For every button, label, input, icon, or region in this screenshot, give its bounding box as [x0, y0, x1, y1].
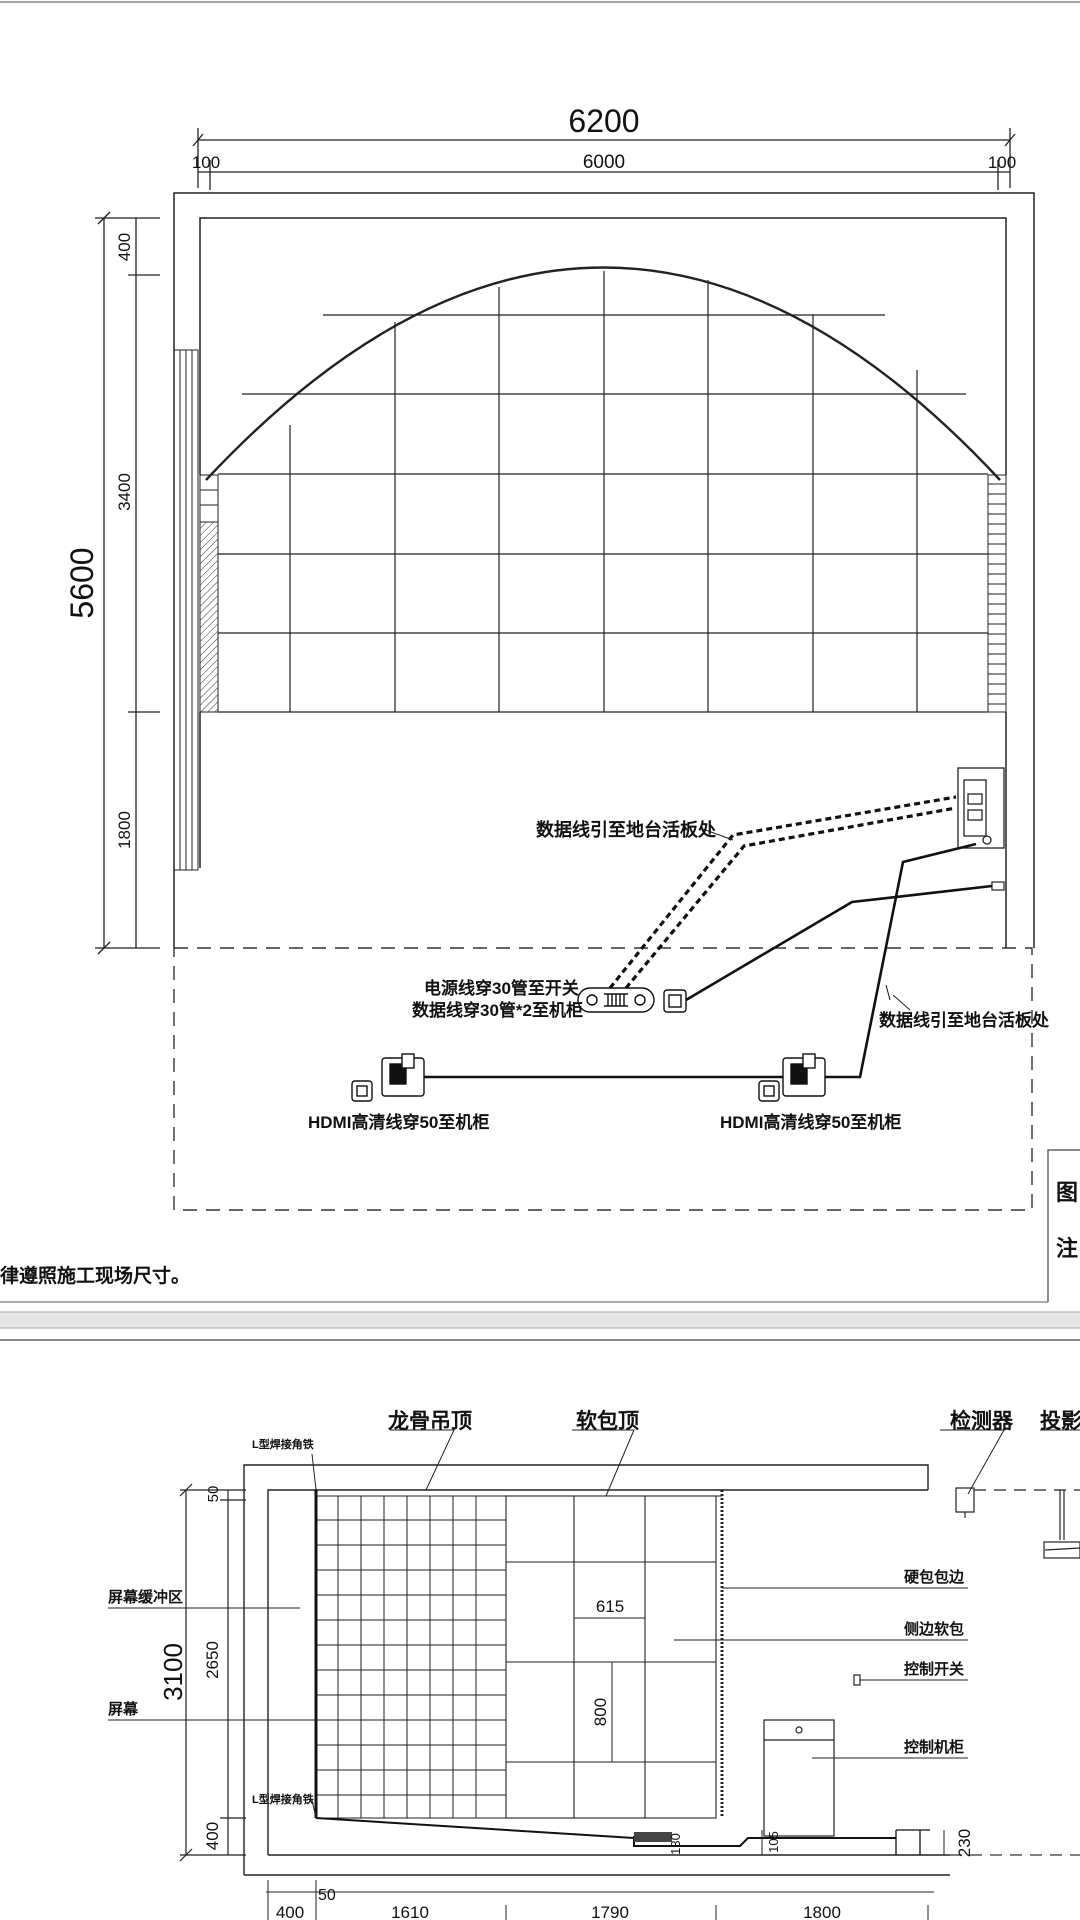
- control-cabinet: [763, 1719, 835, 1837]
- elevation-bottom-dim: 400: [203, 1822, 222, 1850]
- elevation-mid-dim: 2650: [203, 1641, 222, 1679]
- floor-outlet-box: [577, 987, 687, 1013]
- floor-step-hatch: [634, 1832, 672, 1842]
- elevation-total-height-label: 3100: [158, 1643, 188, 1701]
- sloped-floor: [315, 1817, 930, 1855]
- label-control-cabinet: 控制机柜: [904, 1738, 964, 1756]
- elevation-view: 3100 50 2650 400 615 800 130 105 230: [108, 1409, 1080, 1920]
- label-hard-edge: 硬包包边: [904, 1568, 965, 1586]
- label-keel-ceiling: 龙骨吊顶: [388, 1409, 472, 1433]
- projector-device: [1043, 1490, 1080, 1559]
- bottom-dim-1790: 1790: [591, 1903, 629, 1920]
- label-angle-iron-top: L型焊接角铁: [252, 1437, 314, 1451]
- callout-hdmi-left: HDMI高清线穿50至机柜: [308, 1112, 489, 1132]
- floor-box-left: [351, 1053, 425, 1102]
- panel-width-dim: 615: [596, 1597, 624, 1616]
- floor-box-right: [758, 1053, 826, 1102]
- label-soft-ceiling: 软包顶: [576, 1409, 639, 1433]
- bottom-dim-1800: 1800: [803, 1903, 841, 1920]
- step-dim-130: 130: [668, 1833, 683, 1855]
- callout-data-line-right: 数据线引至地台活板处: [879, 1010, 1050, 1030]
- elevation-frame: [243, 1464, 950, 1876]
- plan-total-width-label: 6200: [568, 103, 639, 139]
- plan-total-height-label: 5600: [64, 547, 100, 618]
- bottom-dim-1610: 1610: [391, 1903, 429, 1920]
- plan-inner-width-label: 6000: [583, 152, 625, 173]
- callout-data-line-mid: 数据线穿30管*2至机柜: [412, 1000, 583, 1020]
- plan-side-right-label: 100: [988, 153, 1016, 172]
- cable-routing: [420, 842, 993, 1079]
- callout-data-line-top: 数据线引至地台活板处: [536, 819, 717, 840]
- plan-side-left-label: 100: [192, 153, 220, 172]
- screen-grid: [315, 1495, 507, 1819]
- elevation-bottom-dimensions: [266, 1880, 934, 1920]
- label-screen: 屏幕: [108, 1700, 139, 1718]
- callout-power-line: 电源线穿30管至开关: [424, 978, 579, 998]
- data-conduit-dashed: [608, 795, 957, 990]
- label-angle-iron-bottom: L型焊接角铁: [252, 1792, 314, 1806]
- plan-height-dimension: [95, 211, 160, 955]
- soft-pack-panels: [505, 1489, 724, 1819]
- left-wall-panel: [173, 349, 199, 871]
- plan-width-dimension: [192, 128, 1016, 190]
- label-screen-buffer: 屏幕缓冲区: [108, 1588, 183, 1606]
- bottom-dim-50: 50: [318, 1887, 336, 1904]
- label-projector: 投影: [1040, 1409, 1080, 1433]
- arched-screen-grid: [205, 266, 1001, 713]
- callout-hdmi-right: HDMI高清线穿50至机柜: [720, 1112, 901, 1132]
- label-detector: 检测器: [950, 1409, 1014, 1433]
- panel-height-dim: 800: [591, 1698, 610, 1726]
- plan-screen-height-label: 3400: [115, 473, 134, 511]
- legend-box: [1047, 1149, 1080, 1302]
- left-corner-blocks: [199, 474, 219, 523]
- label-control-switch: 控制开关: [904, 1660, 964, 1678]
- construction-note: 律遵照施工现场尺寸。: [0, 1264, 190, 1287]
- callout-leaders: [699, 827, 911, 1011]
- equipment-cabinet: [957, 767, 1005, 849]
- step-dim-105: 105: [766, 1831, 781, 1853]
- elevation-height-dimension: [179, 1483, 246, 1862]
- ceiling-strip: [316, 1489, 722, 1497]
- sheet-separator: [0, 1311, 1080, 1341]
- elevation-top-dim: 50: [205, 1486, 222, 1503]
- plan-view: 6200 6000 100 100 5600 400 3400 1800: [0, 1, 1080, 1303]
- legend-char-1: 图: [1056, 1180, 1078, 1205]
- step-dim-lines: [761, 1830, 945, 1855]
- bottom-dim-400: 400: [276, 1903, 304, 1920]
- label-side-soft: 侧边软包: [904, 1620, 964, 1638]
- panel-dimensions: [573, 1608, 646, 1762]
- detector-device: [955, 1487, 1080, 1518]
- legend-char-2: 注: [1056, 1236, 1078, 1261]
- plan-floor-band-label: 1800: [115, 811, 134, 849]
- elevation-leaders: [108, 1429, 1080, 1819]
- control-switch-box: [853, 1674, 861, 1686]
- right-wall-panel: [987, 474, 1007, 713]
- wall-switch: [991, 881, 1005, 891]
- plan-top-band-label: 400: [115, 233, 134, 261]
- left-wall-hatch: [199, 521, 219, 713]
- step-dim-230: 230: [955, 1829, 974, 1857]
